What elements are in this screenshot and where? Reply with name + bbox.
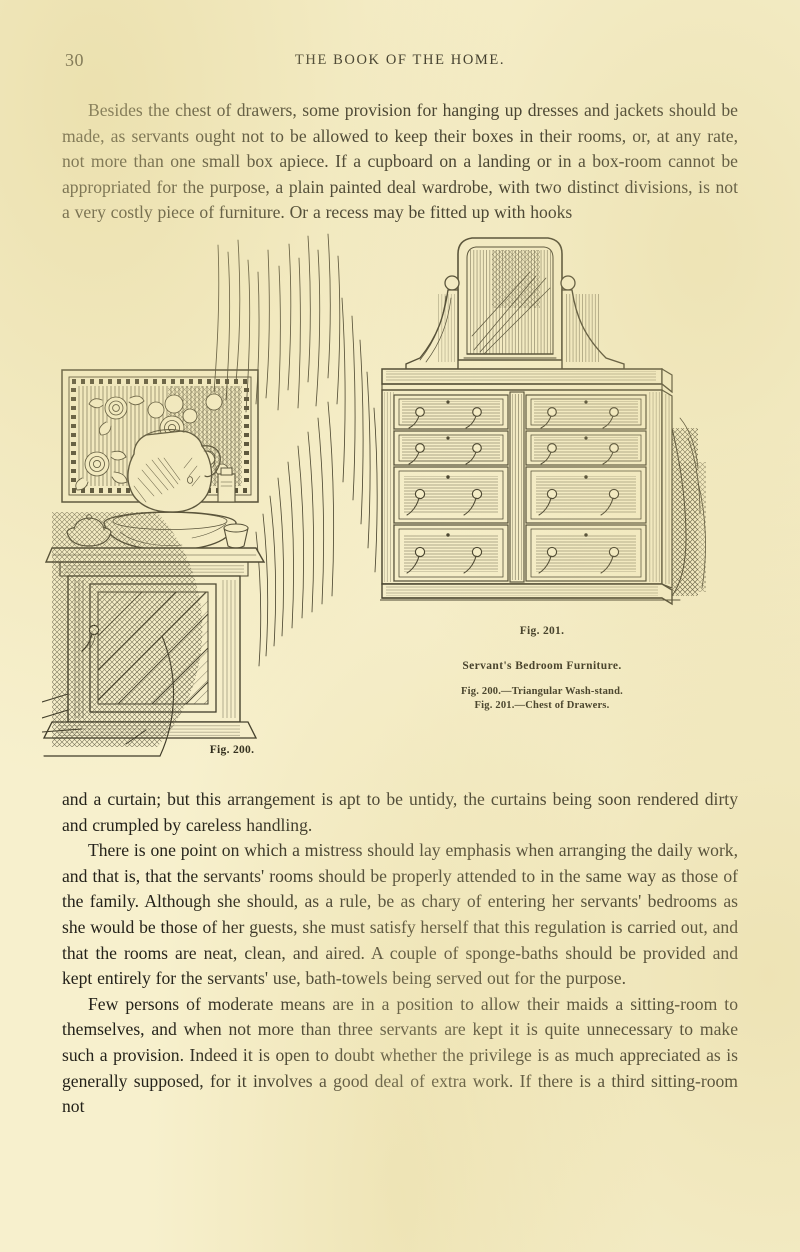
tooth-cup: [223, 523, 249, 549]
figure-200-caption: Fig. 200.: [209, 743, 255, 756]
body-text-top: Besides the chest of drawers, some provi…: [62, 98, 738, 226]
paragraph: Besides the chest of drawers, some provi…: [62, 100, 738, 223]
page-content: 30 THE BOOK OF THE HOME. Besides the che…: [42, 0, 738, 1120]
illustration-plate: Fig. 201. Servant's Bedroom Furniture. F…: [42, 232, 738, 777]
running-head: 30 THE BOOK OF THE HOME.: [62, 50, 738, 80]
figure-201-chest-of-drawers: [380, 232, 710, 632]
plate-caption-group: Servant's Bedroom Furniture. Fig. 200.—T…: [372, 660, 712, 713]
body-text-bottom: and a curtain; but this arrangement is a…: [62, 787, 738, 1120]
paragraph: Few persons of moderate means are in a p…: [62, 993, 738, 1117]
chest-top: [381, 367, 673, 394]
running-title: THE BOOK OF THE HOME.: [294, 52, 506, 68]
toilet-bottle: [217, 467, 236, 503]
background-drapery: [671, 417, 706, 597]
swing-mirror: [457, 237, 563, 361]
paragraph: and a curtain; but this arrangement is a…: [62, 788, 738, 835]
plate-legend-line-1: Fig. 200.—Triangular Wash-stand.: [461, 685, 623, 697]
chest-plinth: [380, 583, 681, 606]
plate-legend-line-2: Fig. 201.—Chest of Drawers.: [474, 699, 610, 711]
paragraph: There is one point on which a mistress s…: [62, 840, 738, 989]
figure-201-caption: Fig. 201.: [519, 624, 565, 637]
plate-title: Servant's Bedroom Furniture.: [462, 659, 622, 672]
figure-200-triangular-wash-stand: [42, 232, 402, 762]
